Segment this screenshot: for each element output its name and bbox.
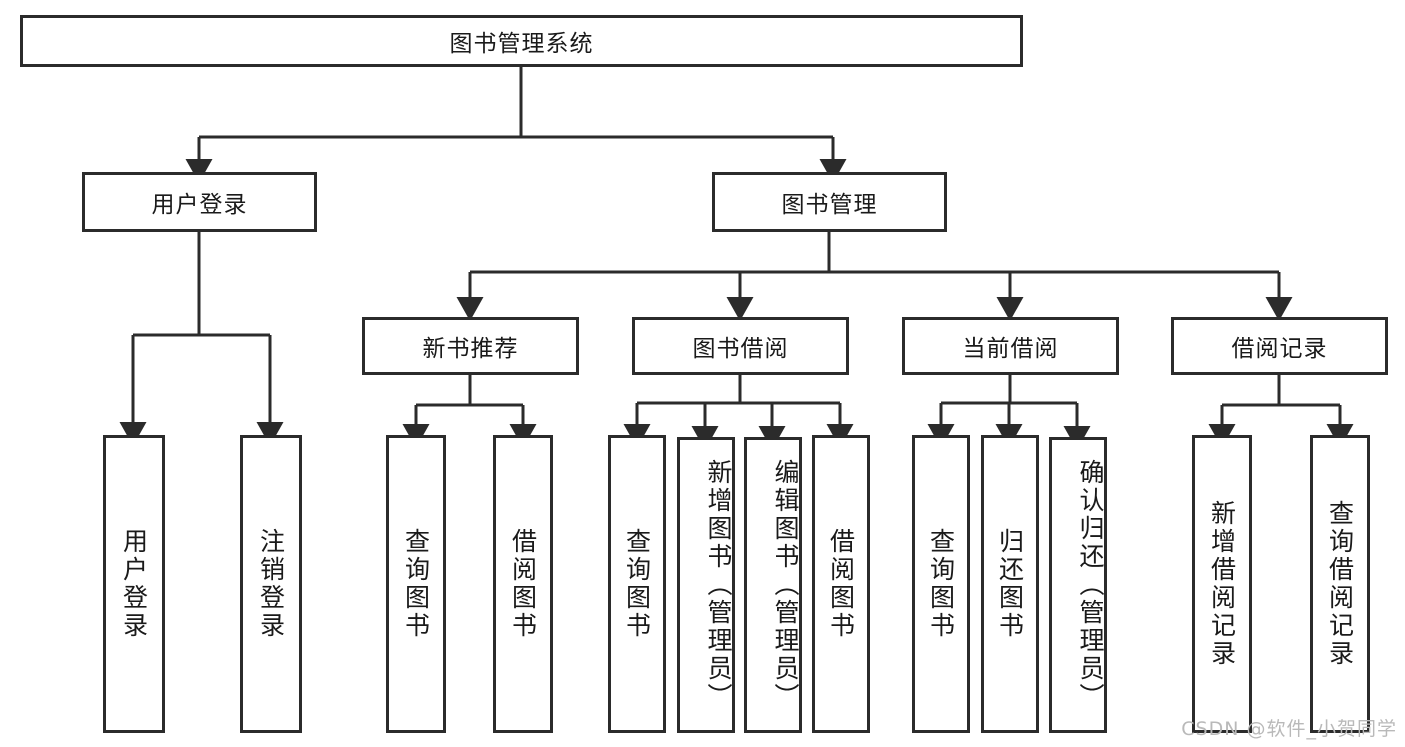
leaf-borrow-add-book-admin[interactable]: 新增图书（管理员） [677,437,735,733]
leaf-record-add-record[interactable]: 新增借阅记录 [1192,435,1252,733]
leaf-recommend-query-book[interactable]: 查询图书 [386,435,446,733]
leaf-user-login-signin[interactable]: 用户登录 [103,435,165,733]
leaf-current-query-book[interactable]: 查询图书 [912,435,970,733]
node-book-borrow[interactable]: 图书借阅 [632,317,849,375]
leaf-borrow-edit-book-admin[interactable]: 编辑图书（管理员） [744,437,802,733]
node-book-management[interactable]: 图书管理 [712,172,947,232]
node-current-borrow[interactable]: 当前借阅 [902,317,1119,375]
leaf-current-confirm-return-admin[interactable]: 确认归还（管理员） [1049,437,1107,733]
leaf-borrow-query-book[interactable]: 查询图书 [608,435,666,733]
node-user-login[interactable]: 用户登录 [82,172,317,232]
node-borrow-record[interactable]: 借阅记录 [1171,317,1388,375]
leaf-borrow-borrow-book[interactable]: 借阅图书 [812,435,870,733]
leaf-user-login-signout[interactable]: 注销登录 [240,435,302,733]
leaf-current-return-book[interactable]: 归还图书 [981,435,1039,733]
leaf-record-query-record[interactable]: 查询借阅记录 [1310,435,1370,733]
node-root-system[interactable]: 图书管理系统 [20,15,1023,67]
node-new-book-recommend[interactable]: 新书推荐 [362,317,579,375]
leaf-recommend-borrow-book[interactable]: 借阅图书 [493,435,553,733]
